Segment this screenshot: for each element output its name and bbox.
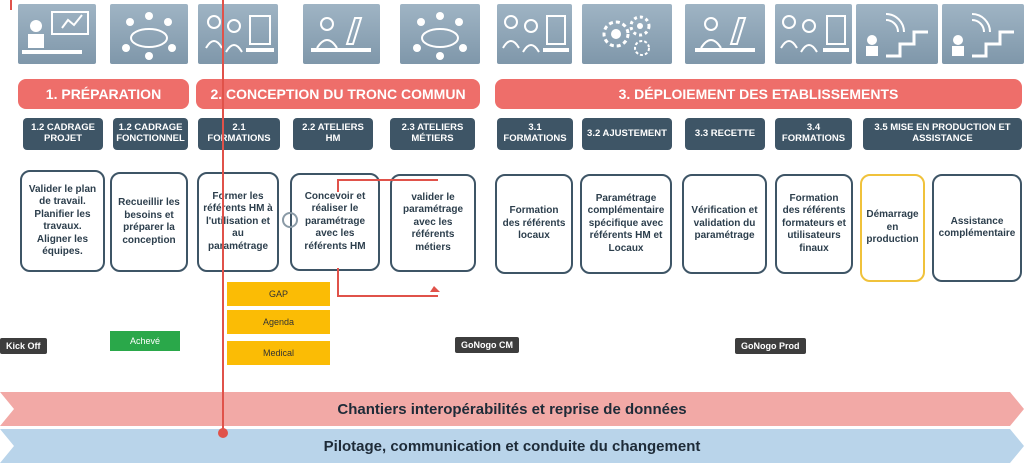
card-formation-finaux: Formation des référents formateurs et ut… <box>775 174 853 274</box>
card-cadrage-projet: Valider le plan de travail. Planifier le… <box>20 170 105 272</box>
card-assistance: Assistance complémentaire <box>932 174 1022 282</box>
step-3-3: 3.3 RECETTE <box>685 118 765 150</box>
timeline-cursor[interactable] <box>222 0 224 432</box>
step-1-2: 1.2 CADRAGE FONCTIONNEL <box>113 118 188 150</box>
step-3-1: 3.1 FORMATIONS <box>497 118 573 150</box>
card-parametrage: Paramétrage complémentaire spécifique av… <box>580 174 672 274</box>
left-marker <box>10 0 12 10</box>
card-cadrage-fonctionnel: Recueillir les besoins et préparer la co… <box>110 172 188 272</box>
wifi-stairs-icon <box>856 4 938 64</box>
step-3-2: 3.2 AJUSTEMENT <box>582 118 672 150</box>
computer-work-icon <box>303 4 380 64</box>
gears-icon <box>582 4 672 64</box>
round-table-icon <box>400 4 480 64</box>
banner-blue-shape <box>0 429 1024 463</box>
computer-work-icon <box>685 4 765 64</box>
phase-deploiement: 3. DÉPLOIEMENT DES ETABLISSEMENTS <box>495 79 1022 109</box>
step-3-4: 3.4 FORMATIONS <box>775 118 852 150</box>
card-verification: Vérification et validation du paramétrag… <box>682 174 767 274</box>
banner-interoperabilite: Chantiers interopérabilités et reprise d… <box>337 400 687 418</box>
banner-pilotage: Pilotage, communication et conduite du c… <box>323 437 701 455</box>
card-demarrage: Démarrage en production <box>860 174 925 282</box>
timeline-cursor-head[interactable] <box>218 428 228 438</box>
step-1-1: 1.2 CADRAGE PROJET <box>23 118 103 150</box>
step-2-2: 2.2 ATELIERS HM <box>293 118 373 150</box>
banner-red-shape <box>0 392 1024 426</box>
module-medical: Medical <box>227 341 330 365</box>
card-formations-hm: Former les référents HM à l'utilisation … <box>197 172 279 272</box>
phase-preparation: 1. PRÉPARATION <box>18 79 189 109</box>
status-badge: Achevé <box>110 331 180 351</box>
wifi-stairs-icon <box>942 4 1024 64</box>
card-ateliers-metiers: valider le paramétrage avec les référent… <box>390 174 476 272</box>
step-3-5: 3.5 MISE EN PRODUCTION ET ASSISTANCE <box>863 118 1022 150</box>
step-2-3: 2.3 ATELIERS MÉTIERS <box>390 118 475 150</box>
milestone-gonogo-cm: GoNogo CM <box>455 337 519 353</box>
training-icon <box>775 4 852 64</box>
round-table-icon <box>110 4 188 64</box>
iteration-loop <box>282 179 440 297</box>
phase-conception: 2. CONCEPTION DU TRONC COMMUN <box>196 79 480 109</box>
step-2-1: 2.1 FORMATIONS <box>198 118 280 150</box>
milestone-gonogo-prod: GoNogo Prod <box>735 338 806 354</box>
training-icon <box>497 4 572 64</box>
card-formation-locaux: Formation des référents locaux <box>495 174 573 274</box>
refresh-icon <box>282 212 298 228</box>
meeting-presentation-icon <box>18 4 96 64</box>
module-agenda: Agenda <box>227 310 330 334</box>
training-icon <box>198 4 278 64</box>
module-gap: GAP <box>227 282 330 306</box>
milestone-kickoff: Kick Off <box>0 338 47 354</box>
card-ateliers-hm: Concevoir et réaliser le paramétrage ave… <box>290 173 380 271</box>
